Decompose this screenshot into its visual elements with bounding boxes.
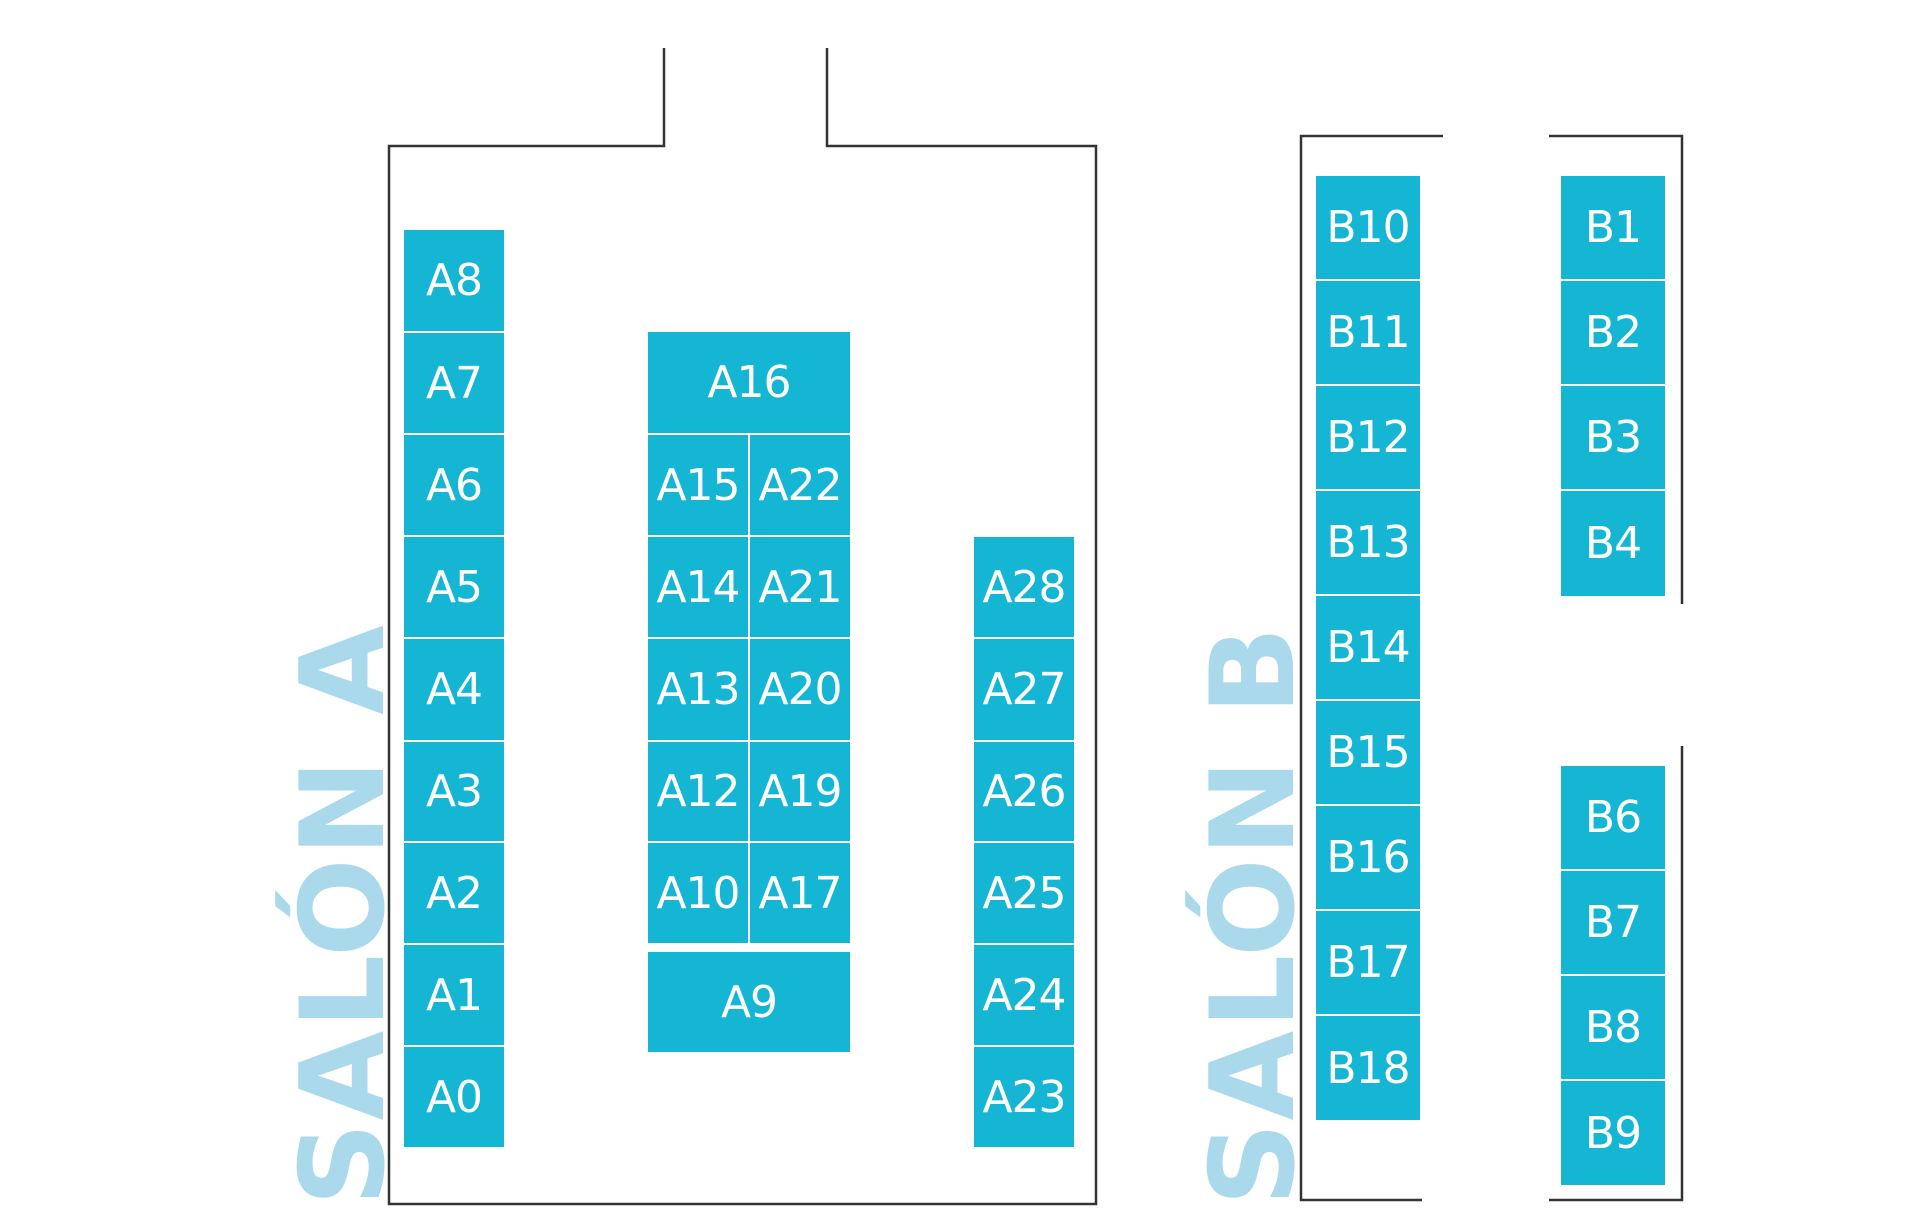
booth-a25[interactable]: A25 [974, 843, 1074, 943]
hall-b-wall-right-bottom [1549, 746, 1684, 1202]
booth-a27[interactable]: A27 [974, 639, 1074, 740]
hall-a-wall [387, 48, 1098, 1206]
booth-a14[interactable]: A14 [648, 537, 748, 637]
booth-a15[interactable]: A15 [648, 435, 748, 535]
booth-b18[interactable]: B18 [1316, 1016, 1420, 1120]
booth-a21[interactable]: A21 [750, 537, 850, 637]
booth-b7[interactable]: B7 [1561, 871, 1665, 974]
hall-a-label: SALÓN A [276, 623, 411, 1206]
booth-a23[interactable]: A23 [974, 1047, 1074, 1147]
booth-a19[interactable]: A19 [750, 742, 850, 841]
booth-a1[interactable]: A1 [404, 945, 504, 1045]
booth-a0[interactable]: A0 [404, 1047, 504, 1147]
booth-a8[interactable]: A8 [404, 230, 504, 331]
booth-b14[interactable]: B14 [1316, 596, 1420, 699]
booth-a2[interactable]: A2 [404, 843, 504, 943]
hall-b-label: SALÓN B [1186, 624, 1321, 1206]
booth-b8[interactable]: B8 [1561, 976, 1665, 1079]
booth-b16[interactable]: B16 [1316, 806, 1420, 909]
booth-a13[interactable]: A13 [648, 639, 748, 740]
booth-a22[interactable]: A22 [750, 435, 850, 535]
booth-a12[interactable]: A12 [648, 742, 748, 841]
booth-a17[interactable]: A17 [750, 843, 850, 943]
booth-a20[interactable]: A20 [750, 639, 850, 740]
booth-b4[interactable]: B4 [1561, 491, 1665, 596]
booth-a28[interactable]: A28 [974, 537, 1074, 637]
booth-a9[interactable]: A9 [648, 952, 850, 1052]
booth-a10[interactable]: A10 [648, 843, 748, 943]
hall-b-wall-right-top [1549, 134, 1684, 604]
booth-b2[interactable]: B2 [1561, 281, 1665, 384]
booth-b12[interactable]: B12 [1316, 386, 1420, 489]
booth-b11[interactable]: B11 [1316, 281, 1420, 384]
booth-b15[interactable]: B15 [1316, 701, 1420, 804]
booth-a24[interactable]: A24 [974, 945, 1074, 1045]
booth-b13[interactable]: B13 [1316, 491, 1420, 594]
booth-b3[interactable]: B3 [1561, 386, 1665, 489]
booth-a16[interactable]: A16 [648, 332, 850, 433]
booth-a26[interactable]: A26 [974, 742, 1074, 841]
booth-b10[interactable]: B10 [1316, 176, 1420, 279]
booth-a4[interactable]: A4 [404, 639, 504, 740]
booth-b17[interactable]: B17 [1316, 911, 1420, 1014]
booth-a6[interactable]: A6 [404, 435, 504, 535]
booth-a7[interactable]: A7 [404, 333, 504, 433]
booth-a5[interactable]: A5 [404, 537, 504, 637]
booth-b1[interactable]: B1 [1561, 176, 1665, 279]
booth-b6[interactable]: B6 [1561, 766, 1665, 869]
booth-a3[interactable]: A3 [404, 742, 504, 841]
hall-b-wall-left [1299, 134, 1443, 1202]
booth-b9[interactable]: B9 [1561, 1081, 1665, 1185]
